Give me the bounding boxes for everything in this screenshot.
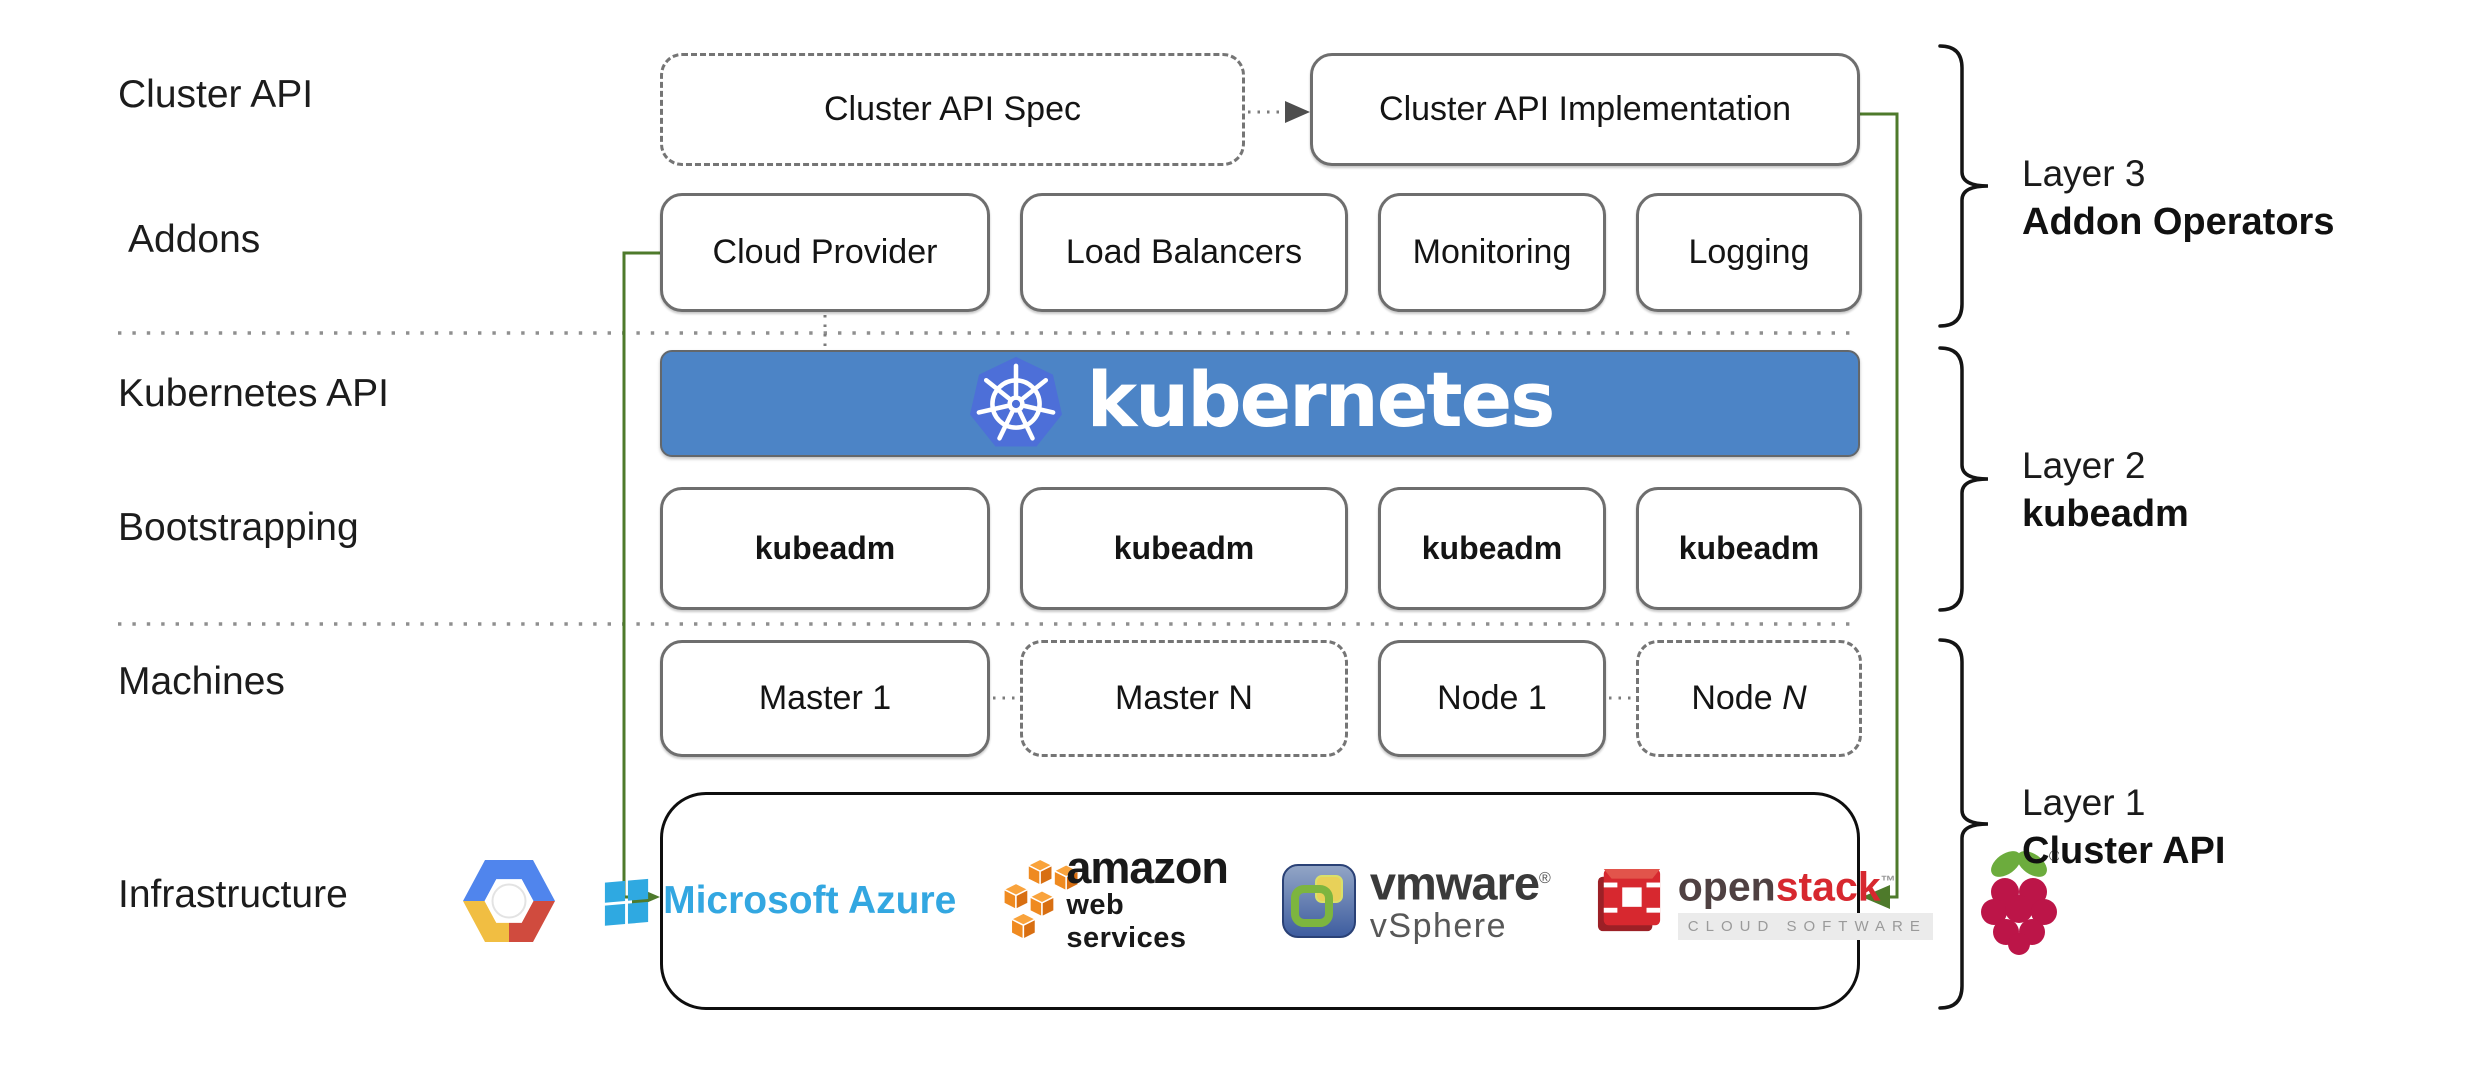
green-connector-left <box>622 251 660 899</box>
kubeadm-box-1: kubeadm <box>660 487 990 610</box>
addon-box-cloud-provider: Cloud Provider <box>660 193 990 312</box>
openstack-wordmark: openstack™ CLOUD SOFTWARE <box>1677 862 1933 940</box>
node-n-italic-suffix: N <box>1782 679 1807 717</box>
row-label-cluster-api: Cluster API <box>118 73 314 116</box>
machine-box-master-n: Master N <box>1020 640 1348 757</box>
layer3-title: Layer 3 <box>2022 153 2146 194</box>
aws-cubes-icon <box>1003 858 1080 940</box>
layer3-subtitle: Addon Operators <box>2022 201 2335 243</box>
layer2-label: Layer 2 kubeadm <box>2022 442 2189 538</box>
cluster-api-spec-label: Cluster API Spec <box>823 90 1081 128</box>
kubernetes-banner: kubernetes <box>660 350 1860 457</box>
kubeadm-label: kubeadm <box>754 530 896 566</box>
row-label-addons: Addons <box>128 218 261 261</box>
aws-wordmark: amazon web services <box>1066 842 1236 955</box>
trademark-mark: ™ <box>1880 873 1896 891</box>
addon-box-load-balancers: Load Balancers <box>1020 193 1348 312</box>
google-cloud-hexagon-icon <box>463 860 556 942</box>
raspberry-pi-logo: ® <box>1979 845 2059 957</box>
kubernetes-wordmark: kubernetes <box>1086 355 1556 444</box>
registered-mark: ® <box>1538 870 1551 888</box>
web-services-text: web services <box>1066 889 1187 954</box>
google-cloud-platform-logo <box>461 858 557 944</box>
master-1-label: Master 1 <box>758 679 892 717</box>
node-1-label: Node 1 <box>1437 679 1547 717</box>
layer2-subtitle: kubeadm <box>2022 493 2189 535</box>
kubernetes-logo-icon <box>969 356 1062 447</box>
cloud-provider-label: Cloud Provider <box>712 233 938 271</box>
spec-to-implementation-arrowhead <box>1285 101 1310 123</box>
cluster-api-implementation-box: Cluster API Implementation <box>1310 53 1860 166</box>
node-n-label: Node N <box>1691 679 1807 717</box>
layer3-label: Layer 3 Addon Operators <box>2022 150 2334 246</box>
addon-box-monitoring: Monitoring <box>1378 193 1606 312</box>
machine-box-node-n: Node N <box>1636 640 1862 757</box>
kubeadm-label: kubeadm <box>1113 530 1255 566</box>
row-label-kubernetes-api: Kubernetes API <box>118 372 390 415</box>
vsphere-text: vSphere <box>1369 906 1508 945</box>
vmware-vsphere-logo: vmware® vSphere <box>1281 856 1551 946</box>
openstack-text: openstack™ <box>1677 863 1896 910</box>
cluster-api-implementation-label: Cluster API Implementation <box>1379 90 1791 128</box>
addon-box-logging: Logging <box>1636 193 1862 312</box>
cluster-api-spec-box: Cluster API Spec <box>660 53 1245 166</box>
microsoft-azure-logo: Microsoft Azure <box>603 876 956 926</box>
microsoft-azure-text: Microsoft Azure <box>663 879 957 922</box>
raspberry-pi-icon: ® <box>1980 848 2059 955</box>
vmware-text: vmware® <box>1369 856 1551 910</box>
layer3-brace <box>1938 44 1989 328</box>
green-connector-right <box>1860 112 1899 899</box>
windows-flag-icon <box>605 878 649 926</box>
openstack-logo: openstack™ CLOUD SOFTWARE <box>1596 862 1933 940</box>
kubeadm-box-3: kubeadm <box>1378 487 1606 610</box>
load-balancers-label: Load Balancers <box>1065 233 1303 271</box>
layer1-label: Layer 1 Cluster API <box>2022 779 2225 875</box>
row-label-infrastructure: Infrastructure <box>118 873 348 916</box>
row-label-machines: Machines <box>118 660 285 703</box>
openstack-icon <box>1597 868 1660 932</box>
amazon-web-services-logo: amazon web services <box>1002 842 1236 955</box>
row-label-bootstrapping: Bootstrapping <box>118 506 359 549</box>
openstack-tagline: CLOUD SOFTWARE <box>1677 912 1933 940</box>
kubeadm-box-2: kubeadm <box>1020 487 1348 610</box>
kubeadm-label: kubeadm <box>1678 530 1820 566</box>
monitoring-label: Monitoring <box>1412 233 1572 271</box>
layer2-brace <box>1938 346 1989 612</box>
kubeadm-label: kubeadm <box>1421 530 1563 566</box>
master-n-label: Master N <box>1115 679 1253 717</box>
layer1-title: Layer 1 <box>2022 782 2146 823</box>
logging-label: Logging <box>1688 233 1810 271</box>
amazon-text: amazon <box>1066 842 1229 893</box>
layer2-title: Layer 2 <box>2022 445 2146 486</box>
kubeadm-box-4: kubeadm <box>1636 487 1862 610</box>
infrastructure-box: Microsoft Azure <box>463 792 2059 1010</box>
vsphere-icon <box>1281 864 1356 938</box>
layer1-subtitle: Cluster API <box>2022 830 2226 872</box>
machine-box-node-1: Node 1 <box>1378 640 1606 757</box>
machine-box-master-1: Master 1 <box>660 640 990 757</box>
vmware-wordmark: vmware® vSphere <box>1369 856 1551 946</box>
registered-mark: ® <box>2049 848 2059 865</box>
